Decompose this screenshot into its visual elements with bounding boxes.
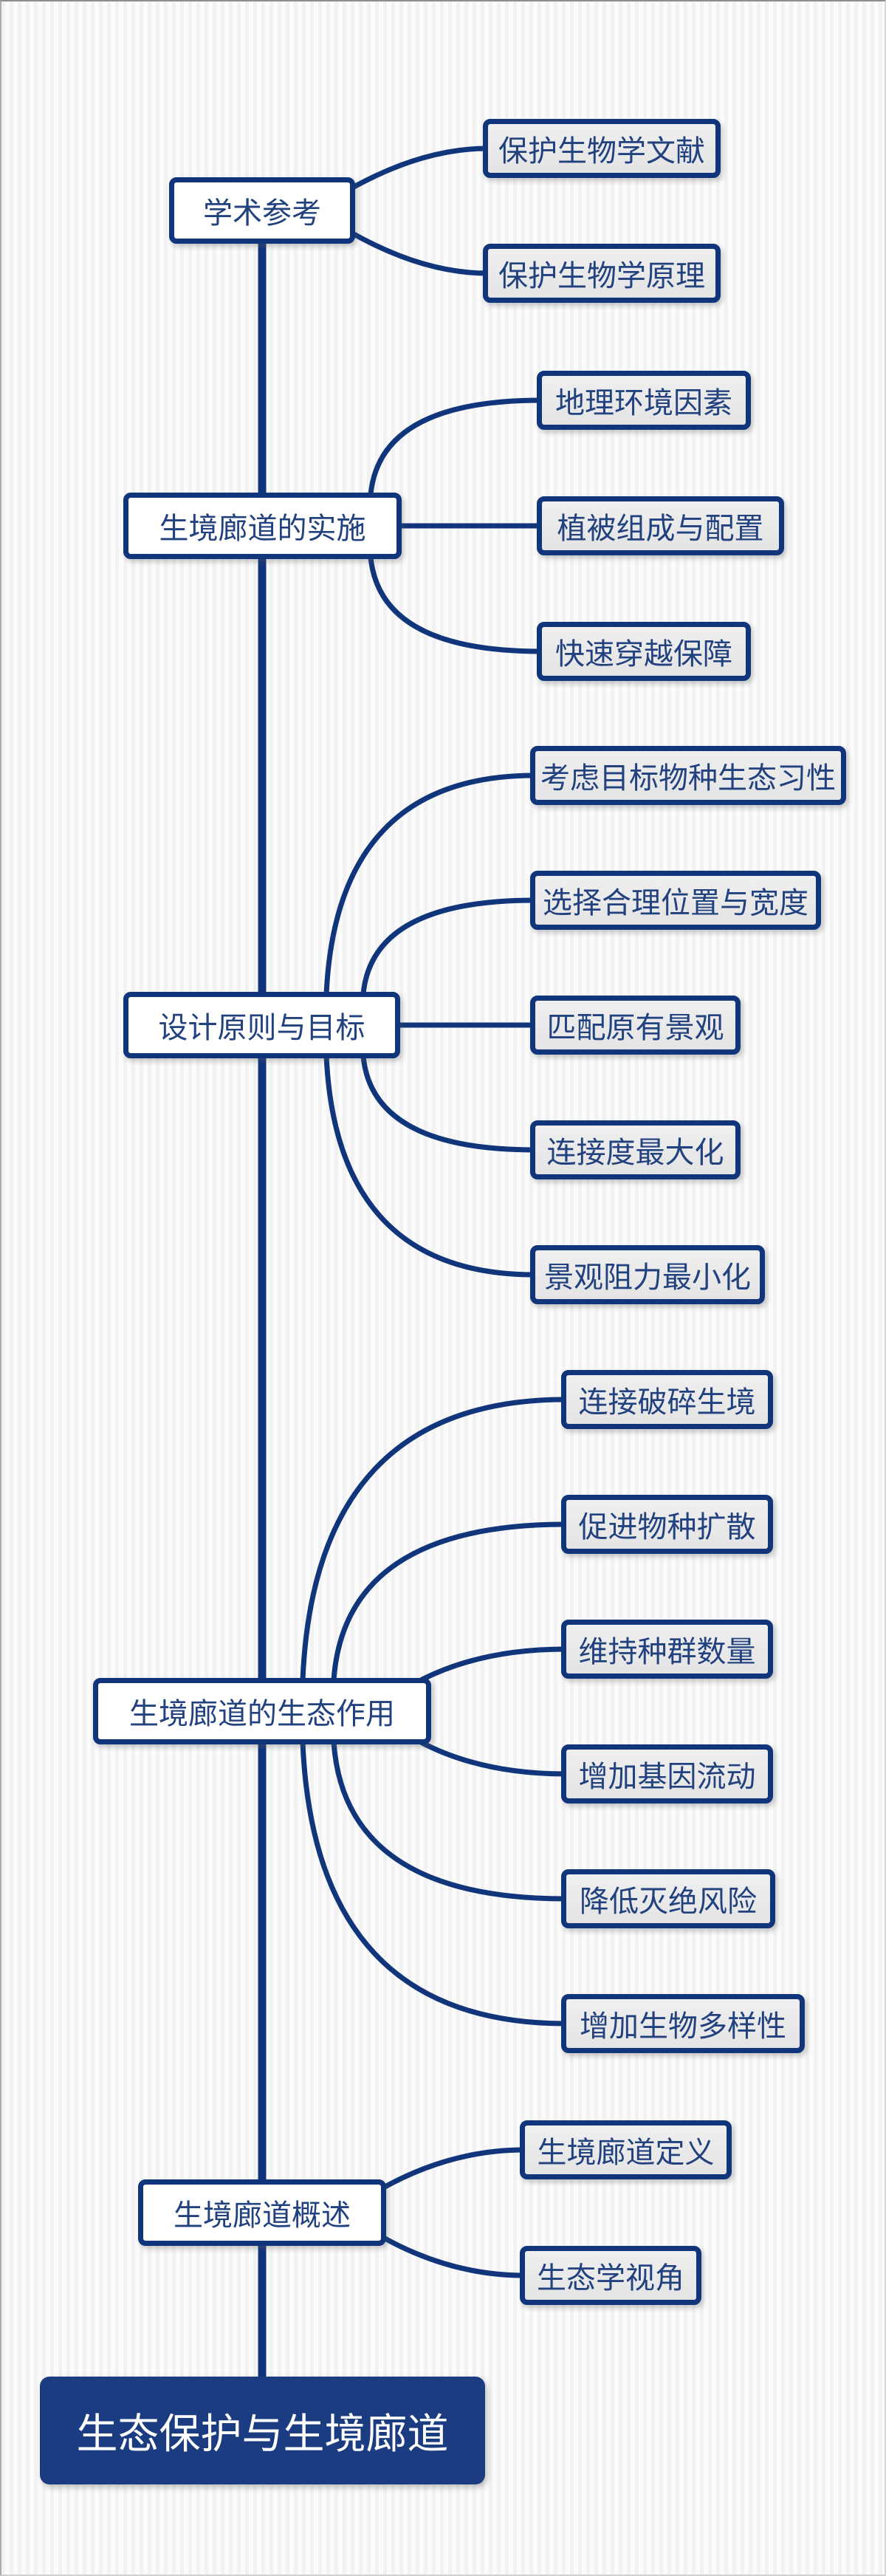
connector-b3-c1 <box>323 773 538 997</box>
child-minimize-landscape-resistance[interactable]: 景观阻力最小化 <box>530 1245 765 1304</box>
connector-b2-c1 <box>368 397 544 498</box>
connector-b3-c2 <box>360 897 538 997</box>
branch-academic-reference[interactable]: 学术参考 <box>169 177 355 244</box>
child-conservation-biology-literature[interactable]: 保护生物学文献 <box>483 119 721 178</box>
child-geographic-environment-factors[interactable]: 地理环境因素 <box>537 371 751 430</box>
connector-b5-c2 <box>378 2233 527 2278</box>
connector-b4-c1 <box>300 1397 569 1683</box>
root-node-topic[interactable]: 生态保护与生境廊道 <box>40 2377 485 2484</box>
connector-b1-c2 <box>347 229 490 276</box>
child-reduce-extinction-risk[interactable]: 降低灭绝风险 <box>561 1869 775 1928</box>
branch-design-principles-goals[interactable]: 设计原则与目标 <box>123 992 400 1058</box>
connector-b4-c2 <box>331 1521 569 1683</box>
child-rapid-crossing-safeguard[interactable]: 快速穿越保障 <box>537 622 751 681</box>
connector-b4-c4 <box>418 1739 569 1777</box>
connector-b4-c5 <box>331 1739 569 1902</box>
child-maximize-connectivity[interactable]: 连接度最大化 <box>530 1120 741 1179</box>
child-promote-species-dispersal[interactable]: 促进物种扩散 <box>561 1495 773 1554</box>
connector-b3-c4 <box>360 1053 538 1153</box>
connector-b2-c3 <box>368 554 544 654</box>
connector-b1-c1 <box>347 145 490 192</box>
child-ecological-perspective[interactable]: 生态学视角 <box>520 2246 701 2305</box>
connector-b3-c5 <box>323 1053 538 1278</box>
child-connect-fragmented-habitats[interactable]: 连接破碎生境 <box>561 1370 773 1429</box>
child-maintain-population-size[interactable]: 维持种群数量 <box>561 1620 773 1679</box>
child-increase-gene-flow[interactable]: 增加基因流动 <box>561 1744 773 1803</box>
connector-b5-c1 <box>378 2147 527 2192</box>
child-reasonable-location-width[interactable]: 选择合理位置与宽度 <box>530 871 821 930</box>
connector-b4-c6 <box>300 1739 569 2027</box>
branch-ecological-functions[interactable]: 生境廊道的生态作用 <box>93 1678 431 1744</box>
branch-corridor-overview[interactable]: 生境廊道概述 <box>138 2179 386 2246</box>
child-increase-biodiversity[interactable]: 增加生物多样性 <box>561 1994 805 2053</box>
connector-b4-c3 <box>418 1646 569 1683</box>
child-vegetation-composition-allocation[interactable]: 植被组成与配置 <box>537 496 784 555</box>
child-match-original-landscape[interactable]: 匹配原有景观 <box>530 996 741 1055</box>
branch-corridor-implementation[interactable]: 生境廊道的实施 <box>123 493 402 559</box>
child-conservation-biology-principles[interactable]: 保护生物学原理 <box>483 244 721 303</box>
child-corridor-definition[interactable]: 生境廊道定义 <box>520 2120 732 2179</box>
child-target-species-ecology[interactable]: 考虑目标物种生态习性 <box>530 746 846 805</box>
